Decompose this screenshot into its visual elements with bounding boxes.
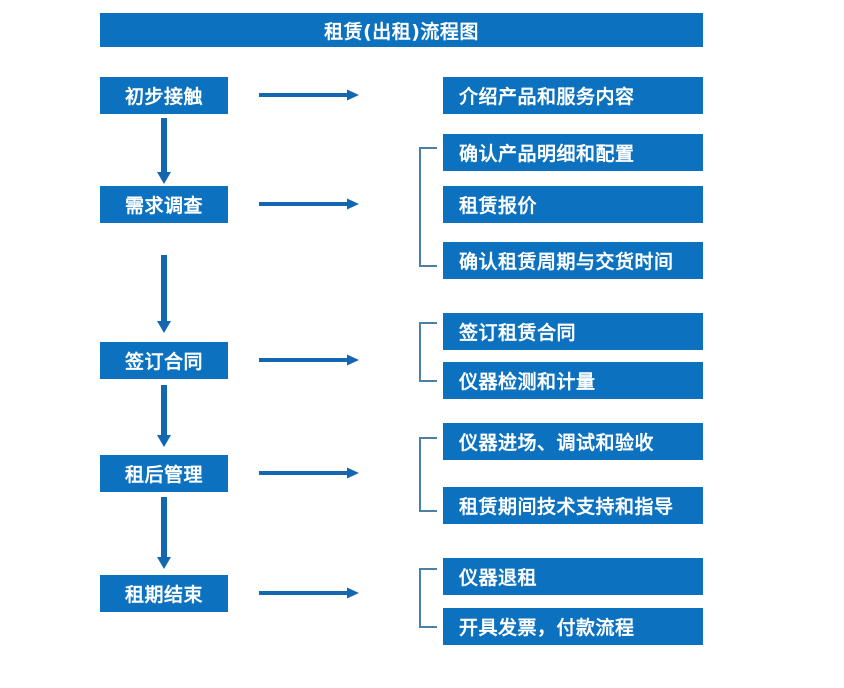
group-bracket-5 [419, 568, 437, 628]
detail-box-2-3[interactable]: 确认租赁周期与交货时间 [443, 242, 703, 279]
stage-box-3[interactable]: 签订合同 [100, 342, 228, 379]
group-bracket-3 [419, 322, 437, 382]
group-bracket-2 [419, 147, 437, 267]
detail-box-4-1[interactable]: 仪器进场、调试和验收 [443, 423, 703, 460]
detail-box-3-2[interactable]: 仪器检测和计量 [443, 362, 703, 399]
detail-box-1-1[interactable]: 介绍产品和服务内容 [443, 77, 703, 114]
right-arrow-icon [259, 467, 359, 479]
right-arrow-icon [259, 198, 359, 210]
detail-box-5-1[interactable]: 仪器退租 [443, 558, 703, 595]
down-arrow-icon [157, 385, 171, 447]
detail-box-3-1[interactable]: 签订租赁合同 [443, 313, 703, 350]
stage-box-1[interactable]: 初步接触 [100, 77, 228, 114]
stage-box-4[interactable]: 租后管理 [100, 455, 228, 492]
right-arrow-icon [259, 587, 359, 599]
right-arrow-icon [259, 354, 359, 366]
down-arrow-icon [157, 497, 171, 569]
detail-box-2-2[interactable]: 租赁报价 [443, 186, 703, 223]
detail-box-4-2[interactable]: 租赁期间技术支持和指导 [443, 487, 703, 524]
right-arrow-icon [259, 89, 359, 101]
stage-box-2[interactable]: 需求调查 [100, 186, 228, 223]
group-bracket-4 [419, 437, 437, 512]
page-title: 租赁(出租)流程图 [100, 13, 703, 47]
down-arrow-icon [157, 118, 171, 184]
detail-box-2-1[interactable]: 确认产品明细和配置 [443, 134, 703, 171]
detail-box-5-2[interactable]: 开具发票，付款流程 [443, 608, 703, 645]
down-arrow-icon [157, 255, 171, 333]
stage-box-5[interactable]: 租期结束 [100, 575, 228, 612]
